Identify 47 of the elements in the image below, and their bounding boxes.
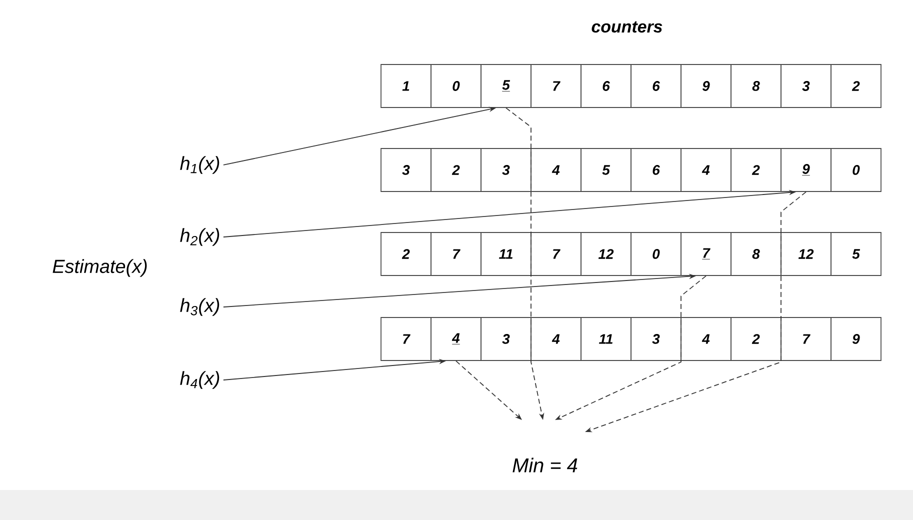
counter-cell: 3 bbox=[630, 317, 682, 361]
counter-cell: 11 bbox=[480, 232, 532, 276]
counter-cell: 7 bbox=[780, 317, 832, 361]
hash-label: h$_{2}$(x) bbox=[180, 228, 220, 246]
counter-cell: 7 bbox=[380, 317, 432, 361]
counter-cell: 7 bbox=[530, 64, 582, 108]
counter-cell: 3 bbox=[780, 64, 832, 108]
counter-cell: 2 bbox=[380, 232, 432, 276]
counter-cell: 6 bbox=[630, 64, 682, 108]
counter-cell: 9 bbox=[780, 148, 832, 192]
counter-cell: 3 bbox=[480, 317, 532, 361]
counter-cell: 12 bbox=[580, 232, 632, 276]
counter-cell: 7 bbox=[680, 232, 732, 276]
hash-label: h$_{1}$(x) bbox=[180, 156, 220, 174]
counter-cell: 12 bbox=[780, 232, 832, 276]
counter-cell: 0 bbox=[830, 148, 882, 192]
counter-cell: 5 bbox=[480, 64, 532, 108]
counter-cell: 3 bbox=[480, 148, 532, 192]
counter-cell: 2 bbox=[730, 148, 782, 192]
counter-cell: 0 bbox=[430, 64, 482, 108]
estimate-label: Estimate(x) bbox=[52, 259, 147, 277]
counter-cell: 9 bbox=[680, 64, 732, 108]
hash-label: h$_{4}$(x) bbox=[180, 371, 220, 389]
counter-cell: 0 bbox=[630, 232, 682, 276]
counter-cell: 5 bbox=[830, 232, 882, 276]
counter-cell: 9 bbox=[830, 317, 882, 361]
counter-cell: 4 bbox=[680, 317, 732, 361]
counter-cell: 8 bbox=[730, 232, 782, 276]
counter-cell: 1 bbox=[380, 64, 432, 108]
counter-cell: 2 bbox=[730, 317, 782, 361]
counter-cell: 5 bbox=[580, 148, 632, 192]
hash-label: h$_{3}$(x) bbox=[180, 298, 220, 316]
counter-cell: 7 bbox=[530, 232, 582, 276]
counter-cell: 4 bbox=[680, 148, 732, 192]
title: counters bbox=[592, 21, 662, 33]
counter-cell: 4 bbox=[530, 317, 582, 361]
counter-cell: 4 bbox=[530, 148, 582, 192]
counter-cell: 7 bbox=[430, 232, 482, 276]
counter-cell: 11 bbox=[580, 317, 632, 361]
counter-cell: 3 bbox=[380, 148, 432, 192]
counter-cell: 4 bbox=[430, 317, 482, 361]
result-label: Min = 4 bbox=[512, 458, 578, 472]
counter-cell: 2 bbox=[830, 64, 882, 108]
counter-cell: 2 bbox=[430, 148, 482, 192]
counter-cell: 8 bbox=[730, 64, 782, 108]
counter-cell: 6 bbox=[580, 64, 632, 108]
counter-cell: 6 bbox=[630, 148, 682, 192]
